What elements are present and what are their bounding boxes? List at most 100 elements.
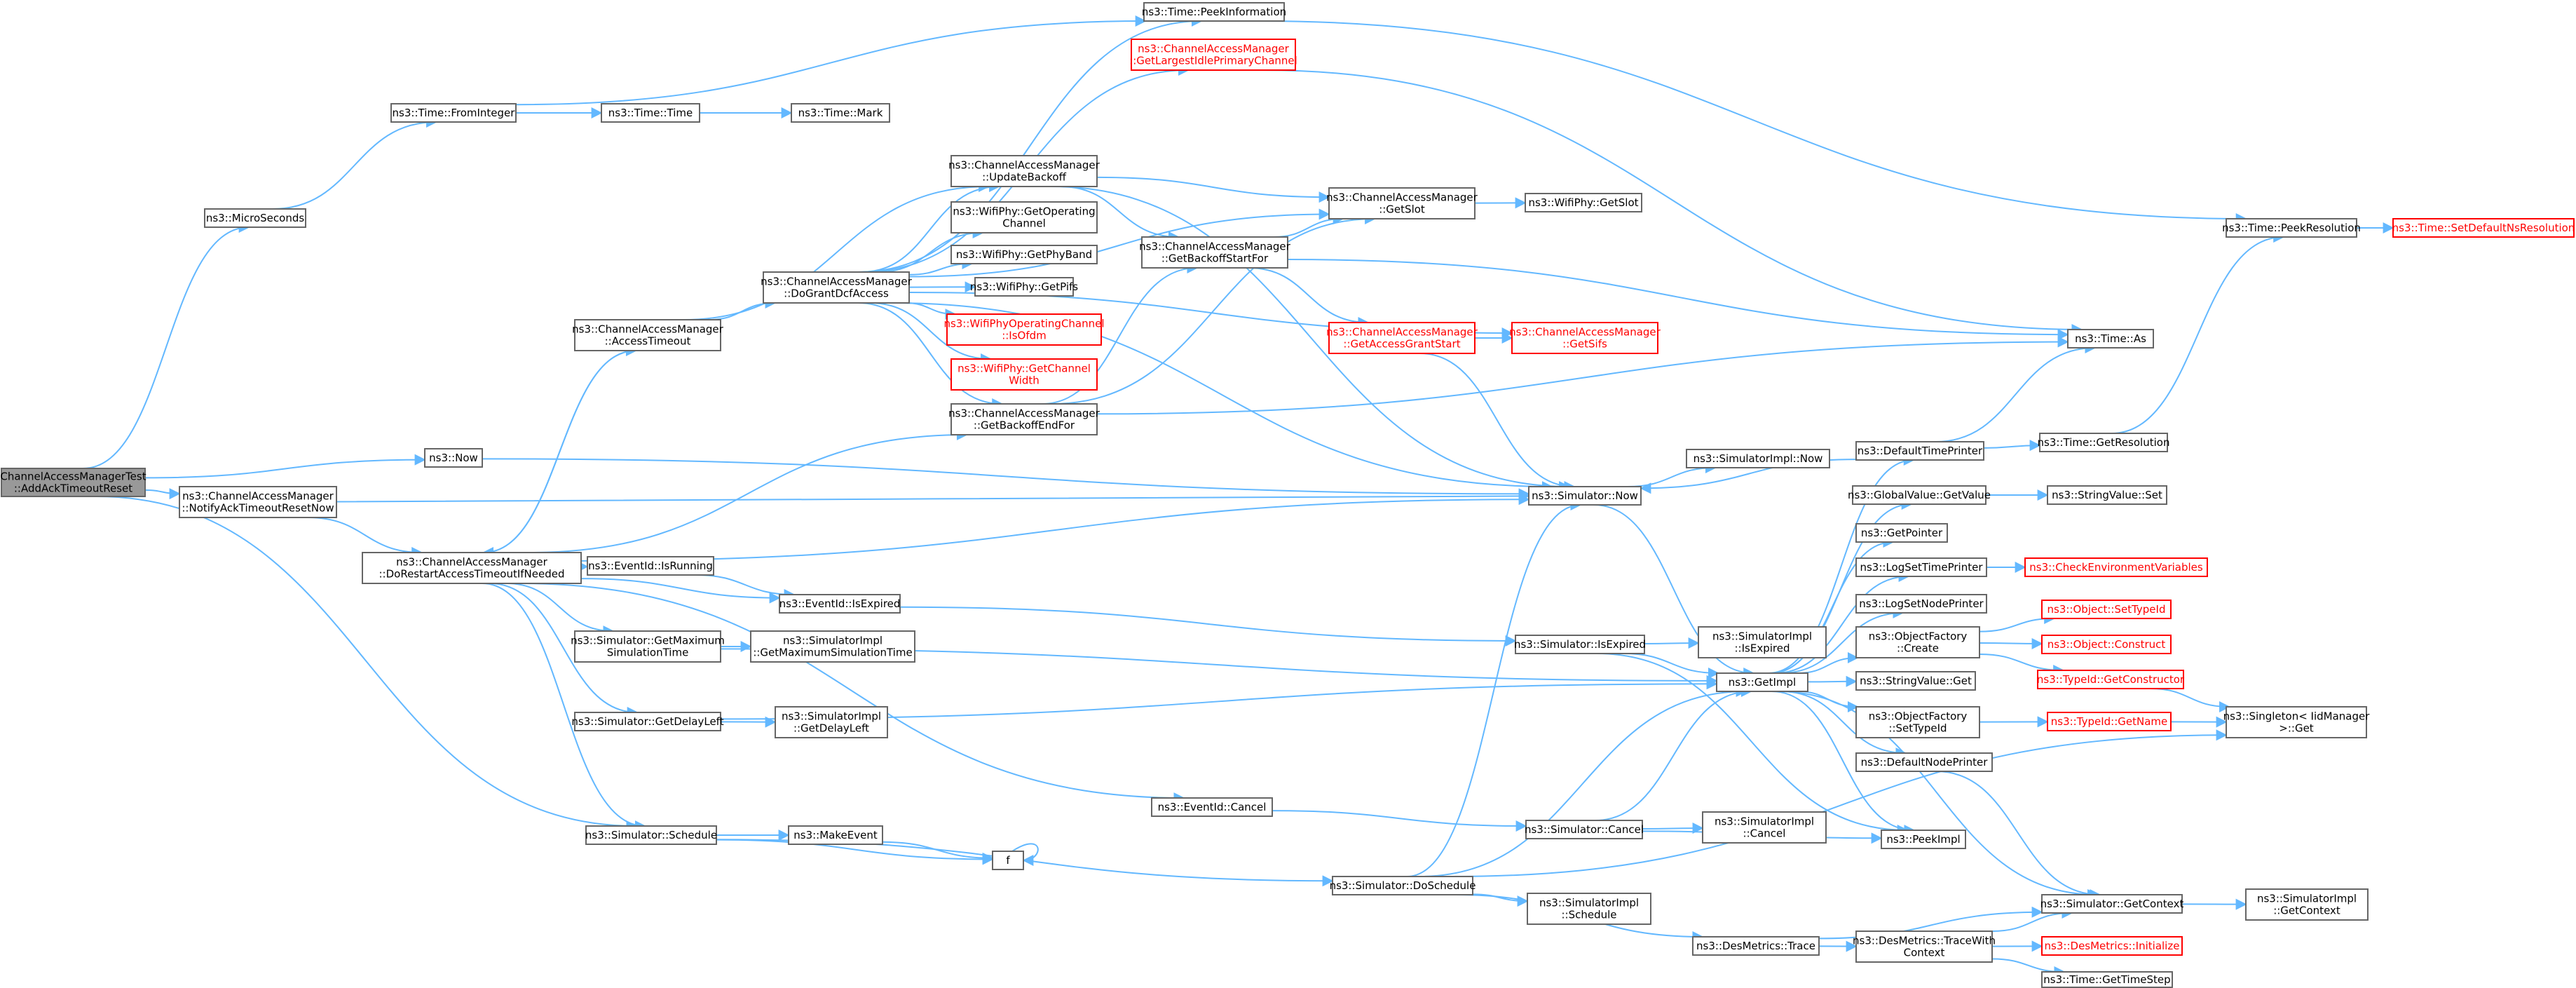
node-time-as[interactable]: ns3::Time::As bbox=[2067, 329, 2154, 348]
node-notify-ack[interactable]: ns3::ChannelAccessManager::NotifyAckTime… bbox=[179, 486, 337, 518]
node-typeid-get-constructor[interactable]: ns3::TypeId::GetConstructor bbox=[2037, 670, 2185, 689]
node-singleton-get[interactable]: ns3::Singleton< IidManager>::Get bbox=[2223, 706, 2371, 738]
node-label: ::GetDelayLeft bbox=[793, 722, 869, 735]
node-string-value-get[interactable]: ns3::StringValue::Get bbox=[1855, 671, 1976, 691]
node-get-slot[interactable]: ns3::ChannelAccessManager::GetSlot bbox=[1326, 187, 1478, 219]
node-set-default-ns[interactable]: ns3::Time::SetDefaultNsResolution bbox=[2392, 218, 2575, 238]
call-edge-get_impl-to-log_set_time bbox=[1774, 571, 1910, 674]
node-label: ::AccessTimeout bbox=[605, 335, 691, 348]
node-simimpl-get-delay[interactable]: ns3::SimulatorImpl::GetDelayLeft bbox=[775, 706, 888, 738]
node-label: ::GetBackoffEndFor bbox=[974, 419, 1075, 432]
node-simimpl-get-context[interactable]: ns3::SimulatorImpl::GetContext bbox=[2245, 888, 2369, 921]
node-label: ns3::Time::Mark bbox=[798, 107, 883, 119]
node-get-access-grant[interactable]: ns3::ChannelAccessManager::GetAccessGran… bbox=[1326, 322, 1478, 354]
node-box bbox=[179, 486, 337, 518]
node-label: ::GetSlot bbox=[1379, 203, 1425, 216]
node-string-value-set[interactable]: ns3::StringValue::Set bbox=[2047, 485, 2167, 505]
node-typeid-get-name[interactable]: ns3::TypeId::GetName bbox=[2047, 712, 2172, 731]
node-object-construct[interactable]: ns3::Object::Construct bbox=[2041, 635, 2172, 654]
node-get-impl[interactable]: ns3::GetImpl bbox=[1716, 672, 1808, 692]
node-sim-now[interactable]: ns3::Simulator::Now bbox=[1528, 486, 1642, 506]
node-do-restart[interactable]: ns3::ChannelAccessManager::DoRestartAcce… bbox=[362, 552, 582, 584]
node-object-factory-create[interactable]: ns3::ObjectFactory::Create bbox=[1855, 626, 1980, 658]
node-sim-cancel[interactable]: ns3::Simulator::Cancel bbox=[1525, 820, 1644, 839]
call-edge-do_restart-to-eventid_cancel bbox=[519, 583, 1185, 804]
node-is-ofdm[interactable]: ns3::WifiPhyOperatingChannel::IsOfdm bbox=[943, 313, 1105, 346]
node-global-value-get[interactable]: ns3::GlobalValue::GetValue bbox=[1848, 485, 1991, 505]
node-label: ns3::ObjectFactory bbox=[1869, 630, 1968, 643]
node-from-integer[interactable]: ns3::Time::FromInteger bbox=[390, 103, 517, 123]
node-label: ns3::DesMetrics::Trace bbox=[1696, 940, 1815, 952]
node-log-set-node[interactable]: ns3::LogSetNodePrinter bbox=[1855, 594, 1987, 614]
node-default-time-printer[interactable]: ns3::DefaultTimePrinter bbox=[1855, 441, 1984, 461]
node-now[interactable]: ns3::Now bbox=[424, 448, 483, 468]
node-sim-is-expired[interactable]: ns3::Simulator::IsExpired bbox=[1514, 635, 1646, 654]
node-sim-get-context[interactable]: ns3::Simulator::GetContext bbox=[2040, 894, 2184, 914]
node-object-set-typeid[interactable]: ns3::Object::SetTypeId bbox=[2041, 600, 2172, 619]
node-get-resolution[interactable]: ns3::Time::GetResolution bbox=[2038, 433, 2170, 452]
call-edge-sim_do_schedule-to-sim_now bbox=[1407, 499, 1582, 877]
node-time-mark[interactable]: ns3::Time::Mark bbox=[791, 103, 890, 123]
node-do-grant[interactable]: ns3::ChannelAccessManager::DoGrantDcfAcc… bbox=[761, 271, 913, 304]
node-get-pifs[interactable]: ns3::WifiPhy::GetPifs bbox=[970, 277, 1078, 297]
node-box bbox=[1855, 706, 1980, 738]
node-get-pointer[interactable]: ns3::GetPointer bbox=[1855, 523, 1948, 543]
node-box bbox=[1698, 626, 1827, 658]
node-label: ns3::SimulatorImpl bbox=[783, 635, 882, 647]
node-time-time[interactable]: ns3::Time::Time bbox=[601, 103, 700, 123]
node-eventid-cancel[interactable]: ns3::EventId::Cancel bbox=[1151, 797, 1273, 817]
node-box bbox=[1855, 752, 1993, 772]
node-peek-impl[interactable]: ns3::PeekImpl bbox=[1881, 830, 1966, 849]
node-sim-do-schedule[interactable]: ns3::Simulator::DoSchedule bbox=[1330, 876, 1476, 895]
node-update-backoff[interactable]: ns3::ChannelAccessManager::UpdateBackoff bbox=[948, 155, 1100, 187]
node-object-factory-settypeid[interactable]: ns3::ObjectFactory::SetTypeId bbox=[1855, 706, 1980, 738]
node-check-env[interactable]: ns3::CheckEnvironmentVariables bbox=[2024, 557, 2208, 577]
node-sim-schedule[interactable]: ns3::Simulator::Schedule bbox=[585, 825, 717, 845]
node-simimpl-cancel[interactable]: ns3::SimulatorImpl::Cancel bbox=[1702, 811, 1827, 844]
node-is-running[interactable]: ns3::EventId::IsRunning bbox=[587, 556, 714, 576]
node-make-event[interactable]: ns3::MakeEvent bbox=[788, 825, 883, 845]
node-is-expired[interactable]: ns3::EventId::IsExpired bbox=[779, 594, 901, 614]
node-get-largest-idle[interactable]: ns3::ChannelAccessManager::GetLargestIdl… bbox=[1129, 39, 1297, 71]
node-microseconds[interactable]: ns3::MicroSeconds bbox=[204, 208, 306, 228]
node-wifiphy-get-slot[interactable]: ns3::WifiPhy::GetSlot bbox=[1525, 193, 1642, 212]
call-edge-notify_ack-to-do_restart bbox=[308, 517, 423, 558]
node-box bbox=[2067, 329, 2154, 348]
node-label: ns3::Time::PeekResolution bbox=[2222, 222, 2361, 234]
node-sim-get-max[interactable]: ns3::Simulator::GetMaximumSimulationTime bbox=[571, 630, 725, 663]
node-peek-resolution[interactable]: ns3::Time::PeekResolution bbox=[2222, 218, 2361, 238]
node-time-get-timestep[interactable]: ns3::Time::GetTimeStep bbox=[2041, 971, 2173, 988]
node-simimpl-now[interactable]: ns3::SimulatorImpl::Now bbox=[1686, 449, 1830, 468]
node-sim-get-delay[interactable]: ns3::Simulator::GetDelayLeft bbox=[571, 712, 724, 731]
call-edge-do_grant-to-get_backoff_end bbox=[858, 302, 1004, 410]
call-edge-object_factory_create-to-object_construct bbox=[1979, 637, 2043, 649]
call-edge-sim_do_schedule-to-get_impl bbox=[1418, 686, 1747, 877]
node-f[interactable]: f bbox=[992, 851, 1024, 870]
node-label: ::AddAckTimeoutReset bbox=[14, 482, 132, 495]
node-box bbox=[1328, 322, 1476, 354]
node-desmetrics-trace[interactable]: ns3::DesMetrics::Trace bbox=[1692, 936, 1820, 956]
call-edge-now-to-sim_now bbox=[482, 458, 1530, 500]
node-simimpl-get-max[interactable]: ns3::SimulatorImpl::GetMaximumSimulation… bbox=[750, 630, 915, 663]
node-default-node-printer[interactable]: ns3::DefaultNodePrinter bbox=[1855, 752, 1993, 772]
node-simimpl-schedule[interactable]: ns3::SimulatorImpl::Schedule bbox=[1527, 893, 1651, 925]
node-box bbox=[974, 277, 1074, 297]
node-desmetrics-init[interactable]: ns3::DesMetrics::Initialize bbox=[2041, 936, 2183, 956]
call-edge-sim_is_expired-to-simimpl_is_expired bbox=[1644, 637, 1700, 649]
node-label: ::GetBackoffStartFor bbox=[1161, 252, 1269, 265]
node-access-timeout[interactable]: ns3::ChannelAccessManager::AccessTimeout bbox=[572, 319, 724, 351]
node-root[interactable]: ChannelAccessManagerTest::AddAckTimeoutR… bbox=[0, 468, 146, 497]
node-simimpl-is-expired[interactable]: ns3::SimulatorImpl::IsExpired bbox=[1698, 626, 1827, 658]
node-label: ns3::MakeEvent bbox=[793, 829, 878, 841]
call-edge-do_restart-to-sim_get_max bbox=[506, 583, 615, 637]
node-get-backoff-start[interactable]: ns3::ChannelAccessManager::GetBackoffSta… bbox=[1139, 236, 1291, 269]
node-log-set-time[interactable]: ns3::LogSetTimePrinter bbox=[1855, 557, 1987, 577]
node-get-sifs[interactable]: ns3::ChannelAccessManager::GetSifs bbox=[1509, 322, 1661, 354]
node-get-phy-band[interactable]: ns3::WifiPhy::GetPhyBand bbox=[950, 245, 1098, 264]
node-get-backoff-end[interactable]: ns3::ChannelAccessManager::GetBackoffEnd… bbox=[948, 403, 1100, 435]
node-peek-information[interactable]: ns3::Time::PeekInformation bbox=[1142, 2, 1286, 22]
node-label: Width bbox=[1009, 374, 1040, 387]
